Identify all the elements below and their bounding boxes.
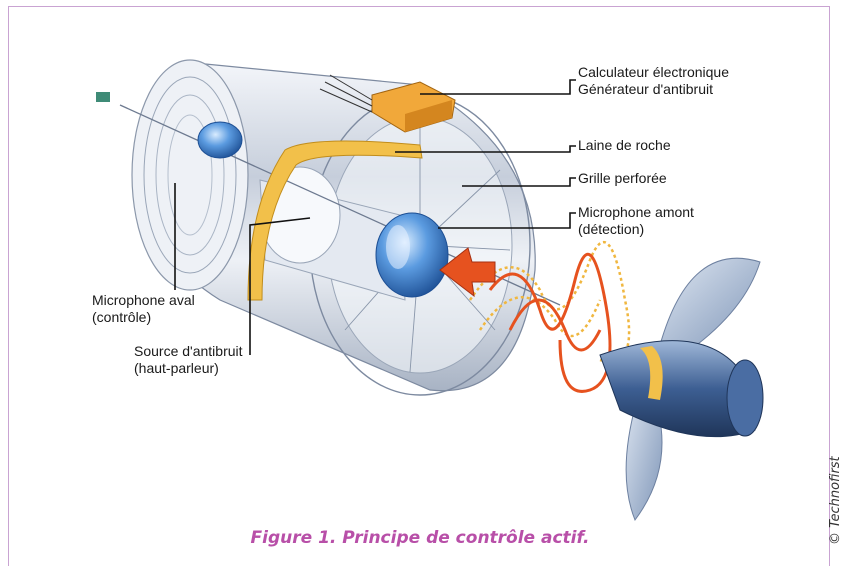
- label-rock-wool: Laine de roche: [578, 137, 671, 154]
- label-antinoise-source: Source d'antibruit (haut-parleur): [134, 343, 243, 377]
- sensor-tip-icon: [96, 92, 110, 102]
- microphone-icon: [198, 122, 242, 158]
- label-downstream-microphone: Microphone aval (contrôle): [92, 292, 195, 326]
- label-calculator-line2: Générateur d'antibruit: [578, 81, 729, 98]
- label-downstream-line2: (contrôle): [92, 309, 195, 326]
- copyright-credit: © Technofirst: [828, 456, 843, 545]
- microphone-icon: [376, 213, 448, 297]
- label-upstream-line1: Microphone amont: [578, 204, 694, 221]
- label-calculator: Calculateur électronique Générateur d'an…: [578, 64, 729, 98]
- label-source-line2: (haut-parleur): [134, 360, 243, 377]
- label-upstream-microphone: Microphone amont (détection): [578, 204, 694, 238]
- figure-caption: Figure 1. Principe de contrôle actif.: [190, 528, 650, 548]
- label-calculator-line1: Calculateur électronique: [578, 64, 729, 81]
- label-grille: Grille perforée: [578, 170, 667, 187]
- label-source-line1: Source d'antibruit: [134, 343, 243, 360]
- label-upstream-line2: (détection): [578, 221, 694, 238]
- label-downstream-line1: Microphone aval: [92, 292, 195, 309]
